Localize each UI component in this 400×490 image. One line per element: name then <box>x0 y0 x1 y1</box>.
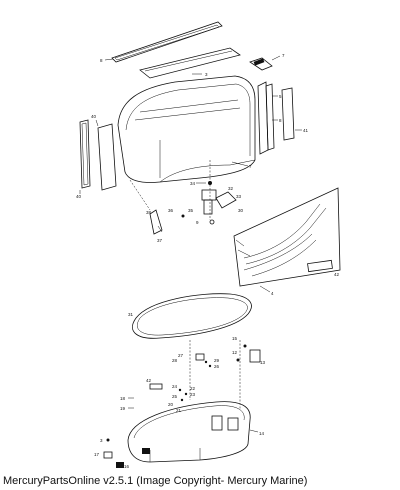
callout-bottom-c: 12 <box>232 350 238 355</box>
callout-bottom-m: 27 <box>178 353 184 358</box>
callout-bottom-e: 16 <box>124 464 130 469</box>
callout-hook-a: 38 <box>146 210 152 215</box>
callout-bracket-b: 33 <box>236 194 242 199</box>
callout-cowl-front: 7 <box>249 164 252 169</box>
callout-bottom-s: 21 <box>176 408 182 413</box>
bottom-cowl-pan: 14 <box>127 401 265 463</box>
callout-bottom-b: 13 <box>260 360 266 365</box>
callout-seal-ring: 31 <box>128 312 134 317</box>
callout-bottom-l: 26 <box>214 364 220 369</box>
callout-decal-badge: 42 <box>334 272 340 277</box>
exploded-parts-diagram: 8 3 7 7 5 8 41 <box>76 21 341 469</box>
callout-bracket-a: 32 <box>228 186 234 191</box>
callout-bottom-j: 24 <box>172 384 178 389</box>
callout-bottom-q: 19 <box>120 406 126 411</box>
right-panel: 41 <box>281 87 309 141</box>
callout-bottom-k: 25 <box>172 394 178 399</box>
callout-bottom-o: 29 <box>214 358 220 363</box>
rear-bracket: 7 <box>249 53 285 71</box>
callout-top-plate: 3 <box>205 72 208 77</box>
callout-bracket-c: 30 <box>238 208 244 213</box>
callout-bottom-i: 23 <box>190 392 196 397</box>
callout-side-decal: 4 <box>271 291 274 296</box>
top-plate: 3 <box>139 47 241 79</box>
bottom-left-parts: 3 17 16 <box>94 438 130 469</box>
callout-latch-b: 35 <box>188 208 194 213</box>
callout-bottom-t: 3 <box>100 438 103 443</box>
callout-screw-a: 37 <box>157 238 163 243</box>
callout-seal-top: 8 <box>100 58 103 63</box>
callout-side-seal-right: 5 <box>279 94 282 99</box>
callout-hook-b: 36 <box>168 208 174 213</box>
callout-latch-a: 34 <box>190 181 196 186</box>
callout-bottom-h: 22 <box>190 386 196 391</box>
right-side-seals: 5 8 <box>257 81 282 155</box>
callout-bottom-r: 20 <box>168 402 174 407</box>
copyright-caption: MercuryPartsOnline v2.5.1 (Image Copyrig… <box>3 475 308 487</box>
callout-left-seal: 40 <box>91 114 97 119</box>
top-cowl: 7 <box>117 75 256 183</box>
callout-rear-bracket: 7 <box>282 53 285 58</box>
side-decal: 42 4 <box>233 187 341 296</box>
callout-left-panel: 40 <box>76 194 82 199</box>
top-seal-strip: 8 <box>100 21 223 63</box>
callout-bottom-g: 42 <box>146 378 152 383</box>
callout-right-panel: 41 <box>303 128 309 133</box>
callout-bottom-f: 17 <box>94 452 100 457</box>
bottom-seal-ring: 31 <box>128 293 252 339</box>
callout-screw-b: 9 <box>196 220 199 225</box>
callout-bottom-p: 18 <box>120 396 126 401</box>
callout-side-seal-right-b: 8 <box>279 118 282 123</box>
left-panels: 40 40 <box>76 114 117 199</box>
latch-hardware: 34 32 33 30 9 35 38 36 37 <box>129 160 244 243</box>
callout-bottom-n: 28 <box>172 358 178 363</box>
lower-hardware: 15 13 12 27 28 29 26 42 24 22 23 25 18 1… <box>120 336 266 413</box>
callout-bottom-a: 15 <box>232 336 238 341</box>
callout-bottom-d: 14 <box>259 431 265 436</box>
